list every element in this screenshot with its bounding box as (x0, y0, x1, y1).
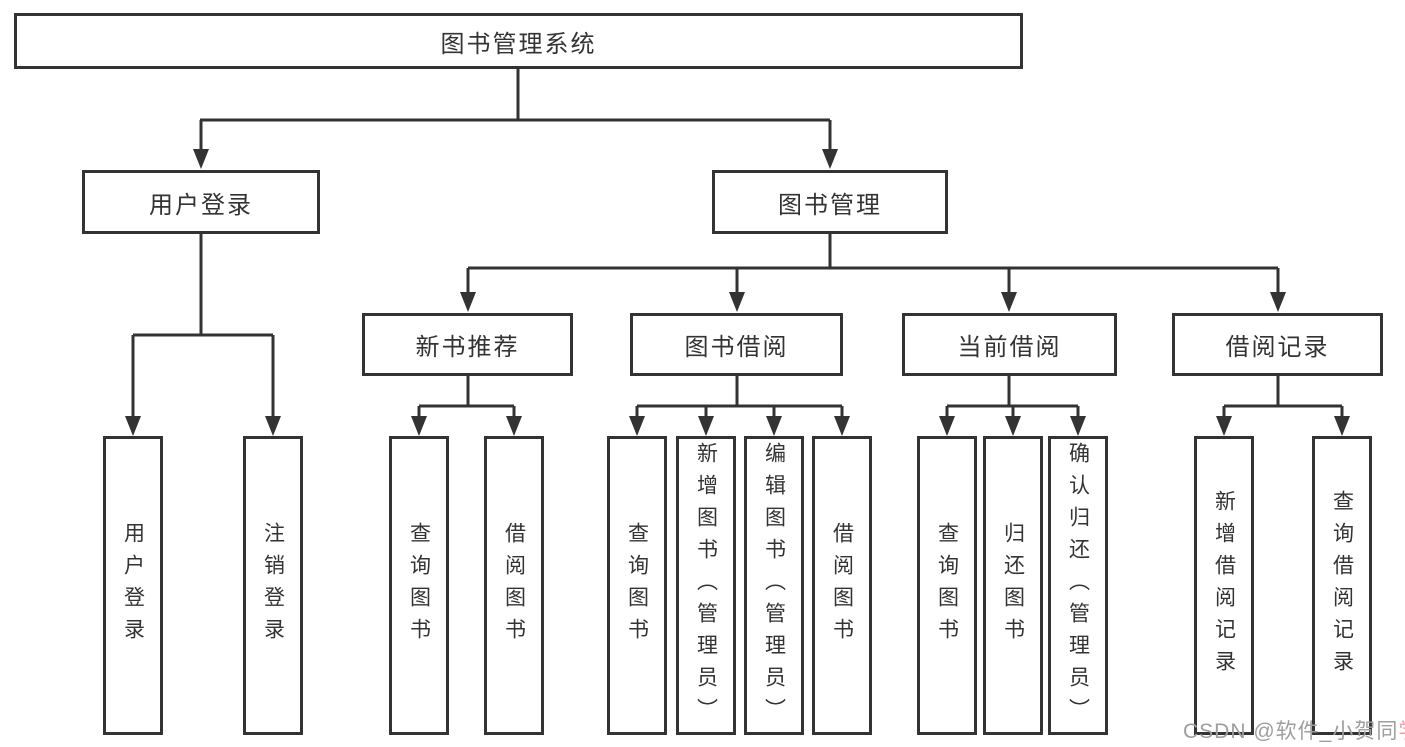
leaf-query-books-3: 查询图书 (917, 436, 977, 735)
leaf-query-books-2: 查询图书 (607, 436, 667, 735)
csdn-watermark: CSDN @软件_小贺同学 (1183, 715, 1405, 745)
leaf-add-books-admin: 新增图书（管理员） (676, 436, 736, 735)
node-library-management-system: 图书管理系统 (14, 13, 1023, 69)
node-label: 查询图书 (407, 521, 431, 650)
leaf-borrow-books: 借阅图书 (484, 436, 544, 735)
node-label: 借阅图书 (830, 521, 854, 650)
leaf-return-books: 归还图书 (983, 436, 1043, 735)
node-label: 用户登录 (149, 191, 253, 219)
leaf-add-borrow-record: 新增借阅记录 (1194, 436, 1254, 735)
connector-login-to-children (125, 234, 281, 436)
leaf-confirm-return-admin: 确认归还（管理员） (1048, 436, 1108, 735)
node-label: 图书借阅 (684, 334, 789, 361)
node-label: 借阅图书 (502, 521, 526, 650)
node-label: 查询借阅记录 (1330, 489, 1354, 682)
watermark-text: CSDN @软件_小贺同 (1183, 720, 1399, 743)
node-new-book-recommendation: 新书推荐 (362, 313, 573, 376)
node-label: 图书管理 (778, 191, 882, 219)
leaf-logout: 注销登录 (243, 436, 303, 735)
connector-mgmt-to-level3 (460, 234, 1286, 312)
node-label: 新书推荐 (415, 334, 520, 361)
node-label: 注销登录 (261, 521, 285, 650)
leaf-query-borrow-record: 查询借阅记录 (1312, 436, 1372, 735)
node-book-management: 图书管理 (712, 170, 948, 234)
node-label: 新增借阅记录 (1212, 489, 1236, 682)
node-label: 归还图书 (1001, 521, 1025, 650)
node-label: 当前借阅 (957, 334, 1062, 361)
leaf-borrow-books-2: 借阅图书 (812, 436, 872, 735)
node-label: 确认归还（管理员） (1066, 441, 1090, 730)
node-label: 用户登录 (121, 521, 145, 650)
node-book-borrowing: 图书借阅 (630, 313, 843, 376)
node-label: 借阅记录 (1225, 334, 1330, 361)
connector-borrow-to-children (629, 376, 850, 436)
node-user-login: 用户登录 (82, 170, 320, 234)
watermark-accent-text: 学 (1398, 720, 1405, 743)
connector-root-to-level2 (193, 69, 838, 169)
leaf-user-login: 用户登录 (103, 436, 163, 735)
connector-current-to-children (939, 376, 1086, 436)
node-current-borrowing: 当前借阅 (902, 313, 1117, 376)
node-label: 图书管理系统 (440, 30, 597, 58)
node-borrowing-records: 借阅记录 (1172, 313, 1383, 376)
node-label: 查询图书 (935, 521, 959, 650)
leaf-query-books: 查询图书 (389, 436, 449, 735)
connector-recommend-to-children (411, 376, 522, 436)
node-label: 编辑图书（管理员） (762, 441, 786, 730)
leaf-edit-books-admin: 编辑图书（管理员） (744, 436, 804, 735)
node-label: 新增图书（管理员） (694, 441, 718, 730)
connector-records-to-children (1216, 376, 1350, 436)
node-label: 查询图书 (625, 521, 649, 650)
